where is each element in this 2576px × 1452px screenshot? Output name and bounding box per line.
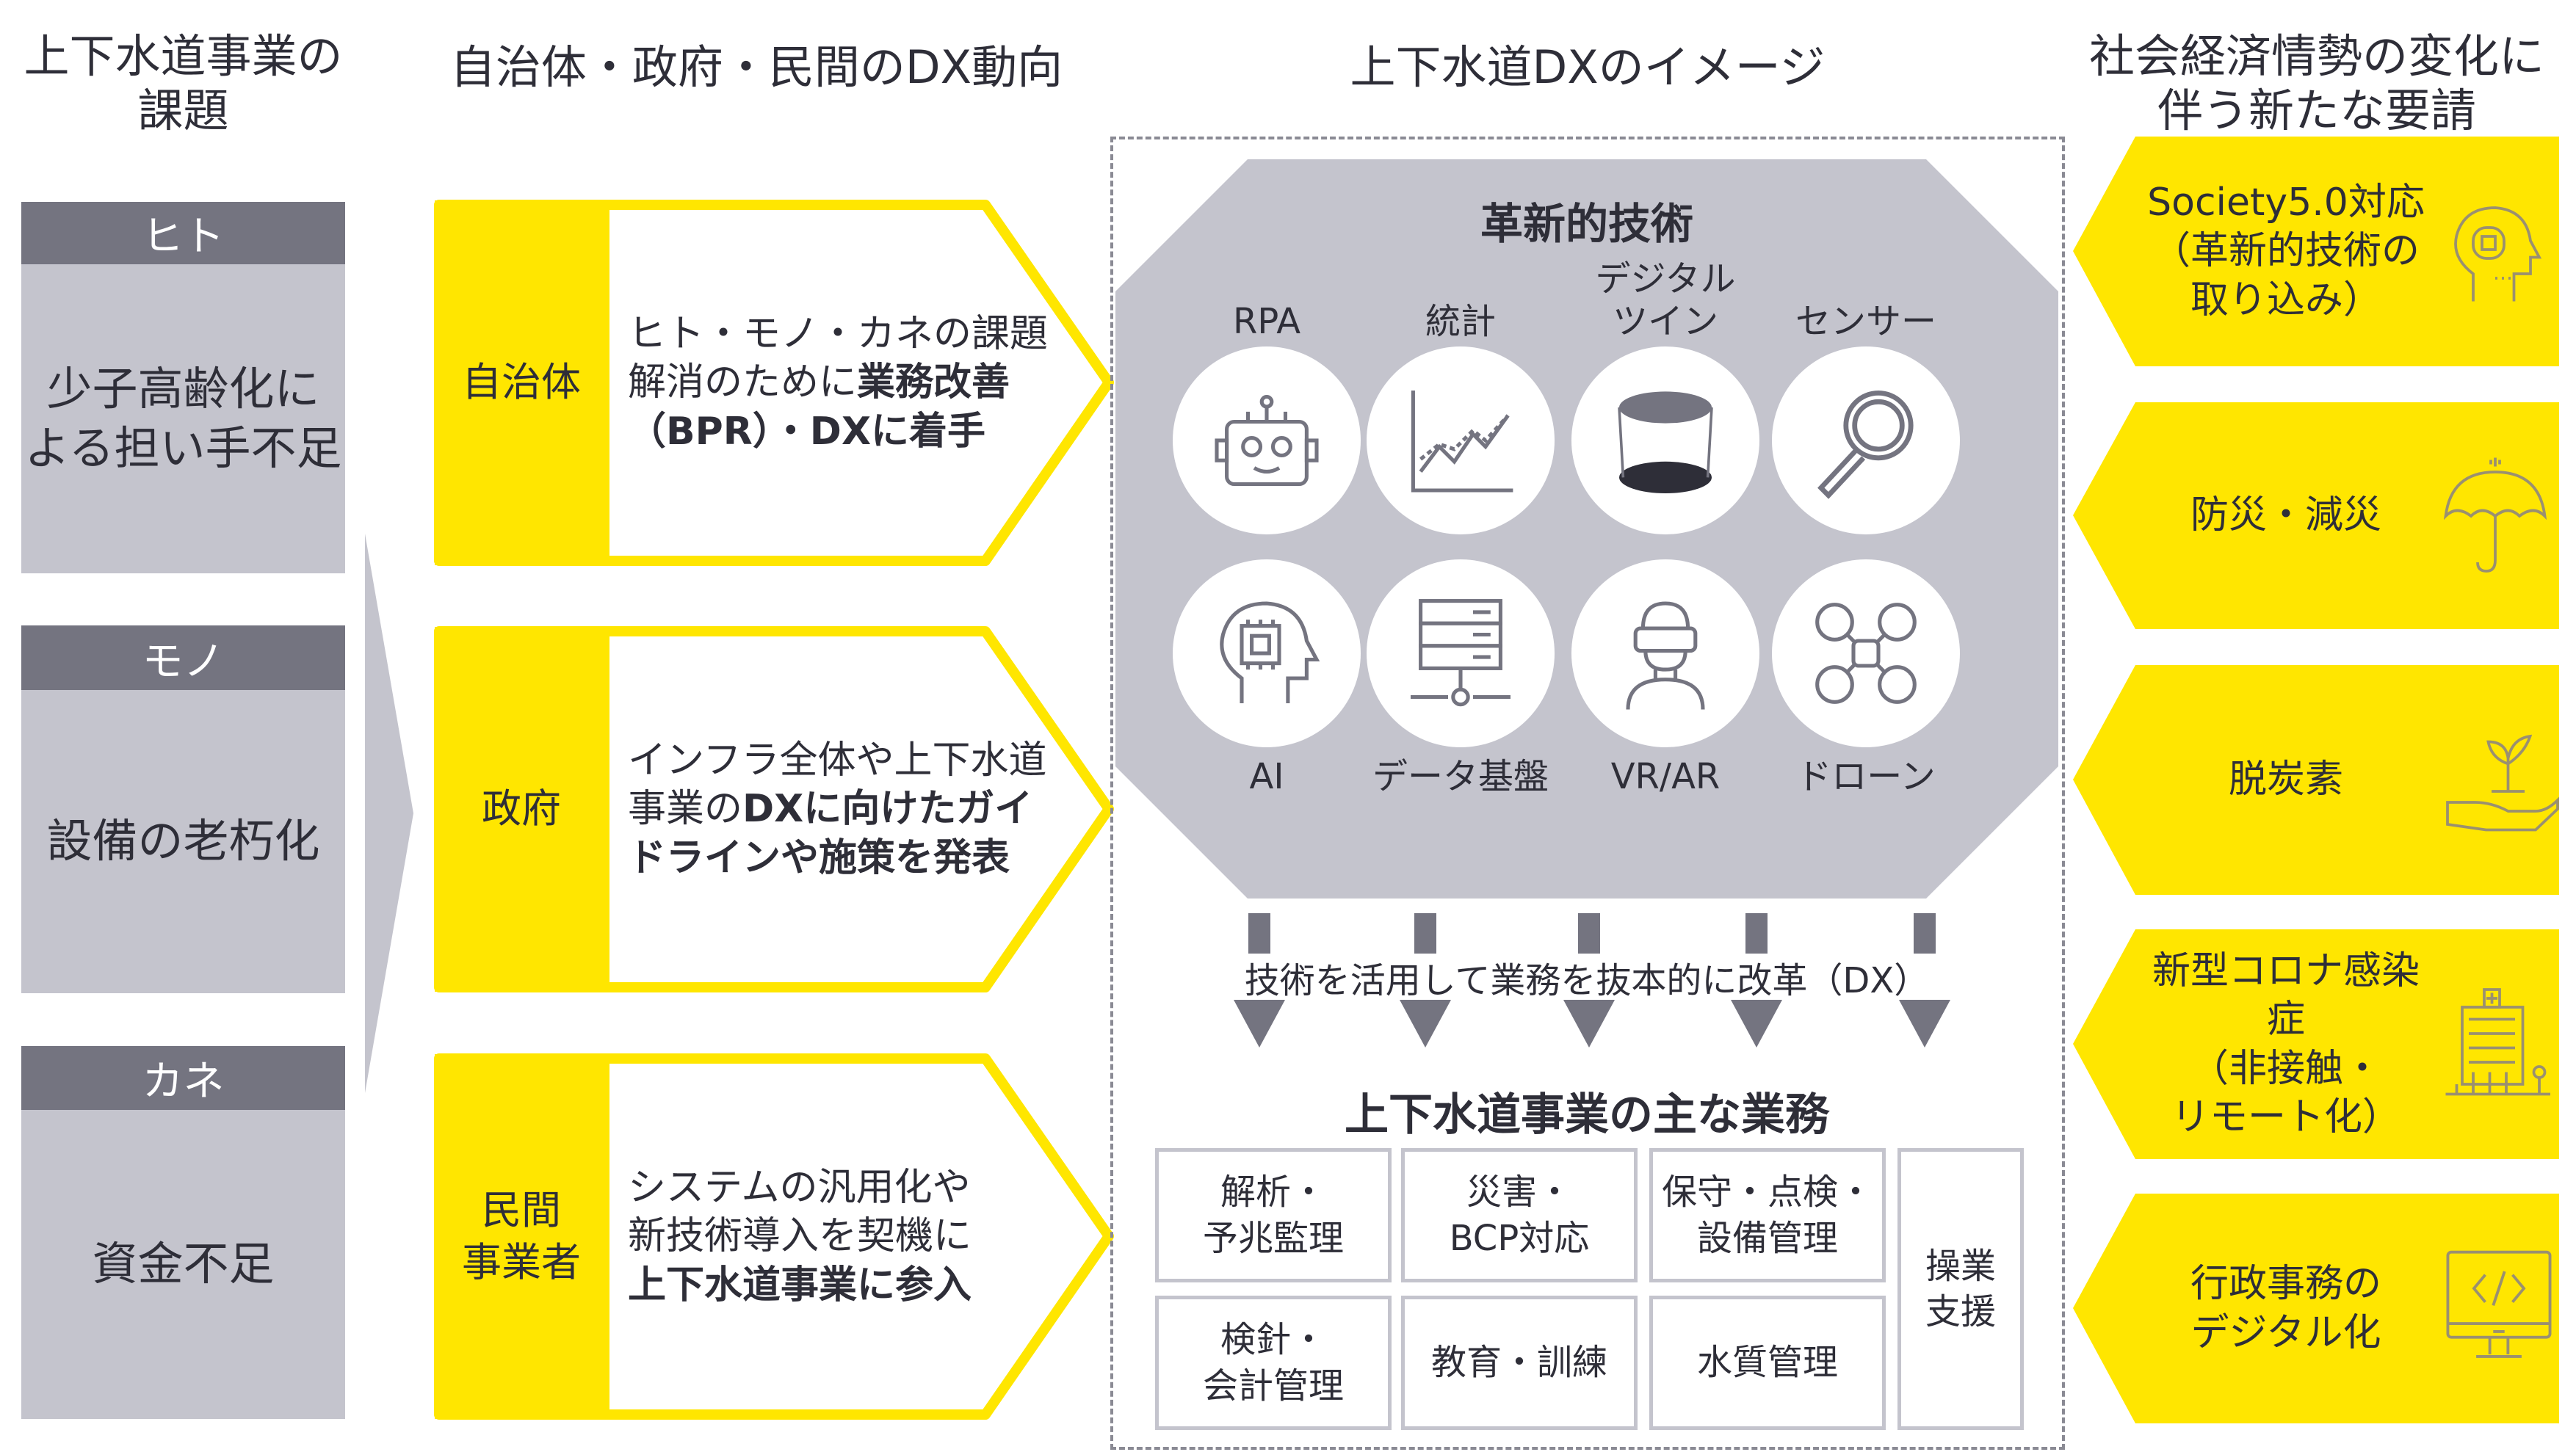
- tech-label-drone: ドローン: [1796, 756, 1936, 797]
- hospital-icon: [2445, 987, 2550, 1095]
- demand-covid: 新型コロナ感染症 （非接触・ リモート化）: [2073, 929, 2559, 1159]
- operation-disaster-bcp: 災害・ BCP対応: [1401, 1148, 1638, 1282]
- demand-society5: Society5.0対応 （革新的技術の 取り込み）: [2073, 137, 2559, 366]
- digital-twin-icon: [1571, 346, 1759, 534]
- trend-actor: 自治体: [462, 359, 581, 406]
- trend-municipality: 自治体 ヒト・モノ・カネの課題解消のために業務改善（BPR）・DXに着手: [433, 199, 1118, 567]
- tech-label-vr-ar: VR/AR: [1610, 756, 1721, 797]
- ai-head-icon: [2454, 206, 2542, 301]
- tech-label-sensor: センサー: [1795, 301, 1936, 342]
- operation-meter-accounting: 検針・ 会計管理: [1155, 1296, 1392, 1430]
- issue-body-mono: 設備の老朽化: [21, 690, 345, 993]
- operation-support: 操業 支援: [1897, 1148, 2024, 1430]
- ai-head-icon: [1173, 559, 1361, 747]
- tech-label-data-platform: データ基盤: [1372, 756, 1549, 797]
- demand-decarbonization: 脱炭素: [2073, 665, 2559, 895]
- trend-actor: 政府: [482, 785, 561, 832]
- chart-icon: [1367, 346, 1555, 534]
- tech-title: 革新的技術: [1480, 199, 1693, 249]
- demand-admin-digitalization: 行政事務の デジタル化: [2073, 1194, 2559, 1423]
- trend-actor: 民間 事業者: [462, 1187, 581, 1285]
- magnifier-icon: [1772, 346, 1960, 534]
- demands-column-title: 社会経済情勢の変化に 伴う新たな要請: [2088, 29, 2544, 138]
- issue-body-hito: 少子高齢化に よる担い手不足: [21, 264, 345, 573]
- monitor-code-icon: [2446, 1250, 2552, 1358]
- reform-text: 技術を活用して業務を抜本的に改革（DX）: [1244, 960, 1930, 1001]
- server-icon: [1367, 559, 1555, 747]
- operation-training: 教育・訓練: [1401, 1296, 1638, 1430]
- vr-headset-icon: [1571, 559, 1759, 747]
- issue-header-kane: カネ: [21, 1046, 345, 1110]
- issue-body-kane: 資金不足: [21, 1110, 345, 1419]
- robot-icon: [1173, 346, 1361, 534]
- trends-column-title: 自治体・政府・民間のDX動向: [449, 40, 1063, 94]
- tech-label-statistics: 統計: [1425, 301, 1496, 342]
- operation-water-quality: 水質管理: [1649, 1296, 1886, 1430]
- tech-label-digital-twin: デジタル ツイン: [1595, 258, 1736, 342]
- flow-chevron: [365, 534, 413, 1093]
- operation-maintenance: 保守・点検・ 設備管理: [1649, 1148, 1886, 1282]
- trend-private-sector: 民間 事業者 システムの汎用化や新技術導入を契機に上下水道事業に参入: [433, 1053, 1118, 1420]
- dx-image-panel: [1110, 137, 2065, 1450]
- issue-header-mono: モノ: [21, 625, 345, 690]
- umbrella-icon: [2443, 457, 2547, 573]
- down-arrows: [1234, 913, 1950, 1048]
- operation-analysis: 解析・ 予兆監理: [1155, 1148, 1392, 1282]
- operations-title: 上下水道事業の主な業務: [1345, 1089, 1829, 1141]
- issue-header-hito: ヒト: [21, 202, 345, 264]
- trend-government: 政府 インフラ全体や上下水道事業のDXに向けたガイドラインや施策を発表: [433, 625, 1118, 993]
- plant-hand-icon: [2446, 734, 2559, 831]
- issues-column-title: 上下水道事業の 課題: [23, 29, 343, 138]
- image-column-title: 上下水道DXのイメージ: [1350, 40, 1826, 94]
- tech-label-ai: AI: [1249, 756, 1284, 797]
- demand-disaster-prevention: 防災・減災: [2073, 402, 2559, 629]
- drone-icon: [1772, 559, 1960, 747]
- tech-label-rpa: RPA: [1232, 301, 1301, 342]
